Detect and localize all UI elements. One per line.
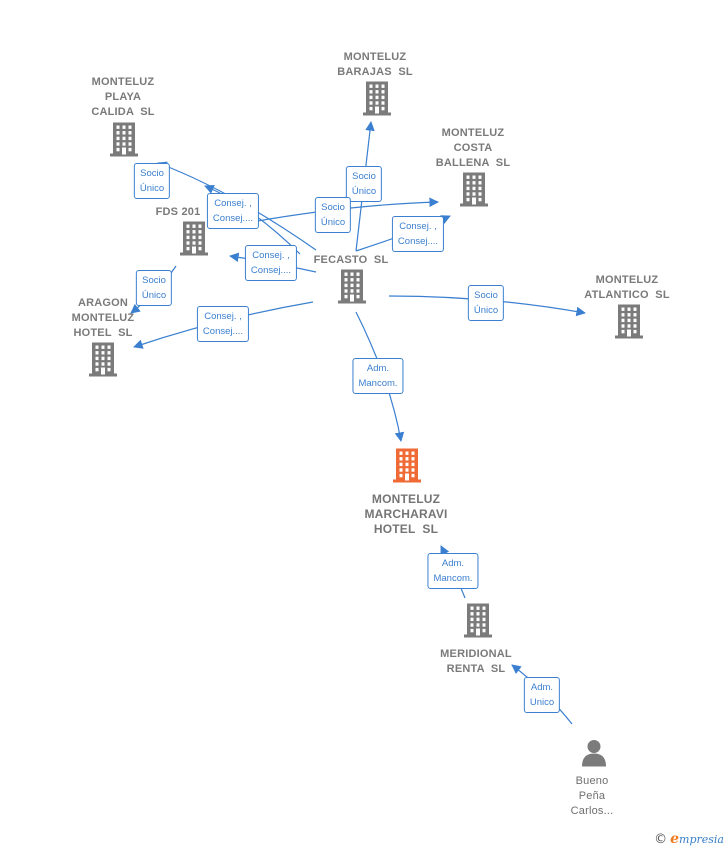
relation-label-fecasto-to-barajas[interactable]: Socio Único xyxy=(345,166,383,202)
empresia-logo-text: mpresia xyxy=(679,833,724,846)
building-icon[interactable] xyxy=(109,122,139,162)
building-icon[interactable] xyxy=(179,221,209,261)
node-label-aragon[interactable]: ARAGON MONTELUZ HOTEL SL xyxy=(71,297,135,339)
main-company-building-icon[interactable] xyxy=(392,448,422,488)
relation-label-bueno-to-meridional[interactable]: Adm. Unico xyxy=(523,677,561,713)
relation-label-fecasto-to-fds[interactable]: Consej. , Consej.... xyxy=(244,245,298,281)
relation-label-fecasto-to-atlantico[interactable]: Socio Único xyxy=(467,285,505,321)
node-label-fds[interactable]: FDS 201 xyxy=(155,206,201,218)
building-icon[interactable] xyxy=(459,172,489,212)
relation-label-fecasto-to-playa[interactable]: Socio Único xyxy=(133,163,171,199)
person-icon[interactable] xyxy=(580,739,608,772)
building-icon[interactable] xyxy=(88,342,118,382)
node-label-fecasto[interactable]: FECASTO SL xyxy=(313,254,389,266)
building-icon[interactable] xyxy=(614,304,644,344)
empresia-logo-e: e xyxy=(670,831,680,847)
building-icon[interactable] xyxy=(362,81,392,121)
node-label-meridional[interactable]: MERIDIONAL RENTA SL xyxy=(440,648,512,675)
node-label-bueno[interactable]: Bueno Peña Carlos... xyxy=(570,775,614,817)
copyright-symbol: © xyxy=(654,832,668,847)
node-label-marcharavi[interactable]: MONTELUZ MARCHARAVI HOTEL SL xyxy=(364,492,448,536)
node-label-atlantico[interactable]: MONTELUZ ATLANTICO SL xyxy=(584,274,670,301)
relation-label-fecasto-to-marcharavi[interactable]: Adm. Mancom. xyxy=(352,358,404,394)
relation-label-fecasto-to-aragon[interactable]: Consej. , Consej.... xyxy=(196,306,250,342)
node-label-playa[interactable]: MONTELUZ PLAYA CALIDA SL xyxy=(91,76,155,118)
building-icon[interactable] xyxy=(463,603,493,643)
relation-label-meridional-to-marcharavi[interactable]: Adm. Mancom. xyxy=(427,553,479,589)
building-icon[interactable] xyxy=(337,269,367,309)
relation-label-fds-to-costa[interactable]: Socio Único xyxy=(314,197,352,233)
relation-label-fecasto-to-costa[interactable]: Consej. , Consej.... xyxy=(391,216,445,252)
node-label-costa[interactable]: MONTELUZ COSTA BALLENA SL xyxy=(435,127,511,169)
node-label-barajas[interactable]: MONTELUZ BARAJAS SL xyxy=(337,51,413,78)
empresia-logo[interactable]: ©empresia xyxy=(654,831,724,847)
relation-label-fds-to-aragon[interactable]: Socio Único xyxy=(135,270,173,306)
relation-label-fds-to-playa[interactable]: Consej. , Consej.... xyxy=(206,193,260,229)
